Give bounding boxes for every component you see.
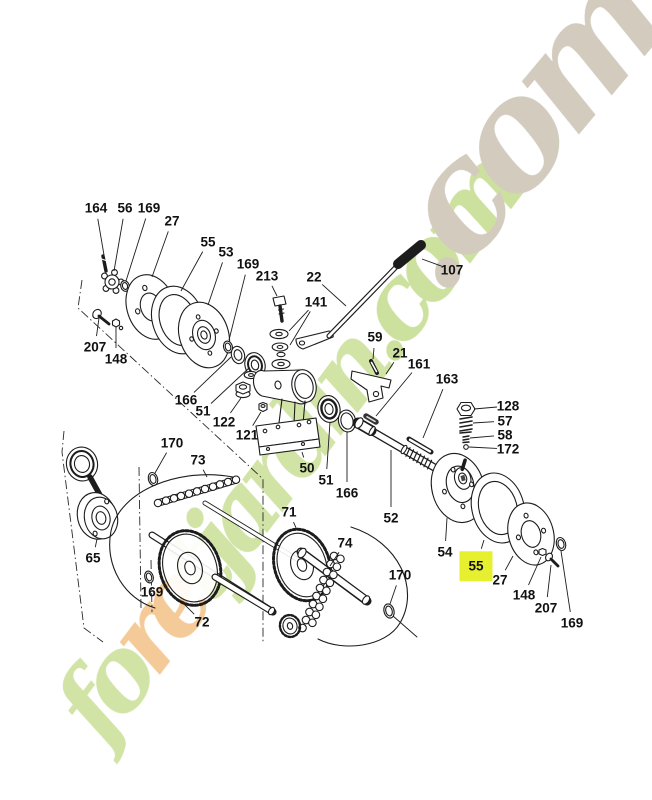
part-label-21: 21 xyxy=(392,345,408,361)
part-label-73: 73 xyxy=(190,452,206,468)
spider-joint-56 xyxy=(101,269,125,294)
part-label-161: 161 xyxy=(407,356,431,372)
part-label-71: 71 xyxy=(281,504,297,520)
small-sprocket-74 xyxy=(278,613,302,639)
part-label-166: 166 xyxy=(174,392,198,408)
chain-73 xyxy=(153,475,241,508)
part-label-59: 59 xyxy=(367,329,383,345)
part-label-27: 27 xyxy=(164,213,180,229)
sprocket-72 xyxy=(157,529,223,607)
spring-58 xyxy=(462,435,470,444)
leader-lines xyxy=(94,218,571,615)
chain-guard-left xyxy=(109,474,234,609)
screw-207-a xyxy=(92,308,111,326)
pin-164 xyxy=(101,254,108,273)
part-label-56: 56 xyxy=(117,200,133,216)
grip-107 xyxy=(393,240,426,269)
bearing-65 xyxy=(65,446,99,482)
bearing-51-center xyxy=(317,395,341,423)
part-label-170: 170 xyxy=(160,435,184,451)
part-label-213: 213 xyxy=(255,268,279,284)
part-label-107: 107 xyxy=(440,262,464,278)
pin-59 xyxy=(369,359,379,375)
part-label-51: 51 xyxy=(318,472,334,488)
nut-148-a xyxy=(111,318,124,331)
lower-axle-front xyxy=(211,573,277,616)
part-label-74: 74 xyxy=(337,535,353,551)
o-ring-169-c xyxy=(144,570,154,584)
part-label-166: 166 xyxy=(335,485,359,501)
nut-122 xyxy=(235,381,251,399)
part-label-54: 54 xyxy=(437,544,453,560)
ring-169-a xyxy=(120,280,130,292)
washer-stack-141 xyxy=(243,328,291,380)
washer-166-left xyxy=(230,345,246,365)
part-label-207: 207 xyxy=(534,600,558,616)
part-label-170: 170 xyxy=(388,567,412,583)
snap-ring-166-center xyxy=(337,409,357,433)
part-label-50: 50 xyxy=(299,460,315,476)
duplex-chain-74 xyxy=(298,551,345,633)
chain-guard-right xyxy=(317,526,409,647)
lever-arm-22 xyxy=(295,261,402,350)
part-label-55: 55 xyxy=(459,551,493,581)
ring-169-b xyxy=(222,340,234,354)
o-ring-170-b xyxy=(383,603,418,638)
part-label-22: 22 xyxy=(306,269,322,285)
watermark: foretjardin.com .com xyxy=(26,0,652,767)
part-label-52: 52 xyxy=(383,510,399,526)
part-label-169: 169 xyxy=(236,256,260,272)
part-label-51: 51 xyxy=(195,403,211,419)
phantom-boundary-lines xyxy=(61,279,264,643)
nut-148-b xyxy=(538,547,547,557)
part-label-72: 72 xyxy=(194,614,210,630)
part-label-172: 172 xyxy=(496,441,520,457)
pulley-disc-53 xyxy=(177,301,231,369)
o-ring-170-a xyxy=(147,471,159,487)
ball-172 xyxy=(463,444,469,450)
part-label-55: 55 xyxy=(200,234,216,250)
nut-121 xyxy=(258,401,268,413)
key-163 xyxy=(406,436,434,455)
part-label-141: 141 xyxy=(304,294,328,310)
part-label-57: 57 xyxy=(497,413,513,429)
part-label-122: 122 xyxy=(212,414,236,430)
nut-128 xyxy=(456,401,476,417)
part-label-164: 164 xyxy=(84,200,108,216)
friction-ring-55-right xyxy=(470,472,526,544)
part-label-27: 27 xyxy=(492,572,508,588)
part-label-58: 58 xyxy=(497,427,513,443)
part-label-128: 128 xyxy=(496,398,520,414)
part-label-148: 148 xyxy=(104,351,128,367)
part-label-65: 65 xyxy=(85,550,101,566)
part-label-169: 169 xyxy=(140,584,164,600)
spring-57 xyxy=(459,416,473,434)
part-label-207: 207 xyxy=(83,339,107,355)
ring-169-d xyxy=(555,536,567,552)
flanged-hub-65 xyxy=(76,492,119,540)
part-label-169: 169 xyxy=(137,200,161,216)
screw-207-b xyxy=(544,552,560,568)
part-label-121: 121 xyxy=(235,427,259,443)
part-label-169: 169 xyxy=(560,615,584,631)
part-label-163: 163 xyxy=(435,371,459,387)
part-label-53: 53 xyxy=(218,244,234,260)
bearing-housing-50 xyxy=(252,369,321,456)
key-161 xyxy=(363,413,379,425)
bolt-213 xyxy=(272,295,287,323)
bracket-21 xyxy=(350,370,392,403)
part-label-148: 148 xyxy=(512,587,536,603)
